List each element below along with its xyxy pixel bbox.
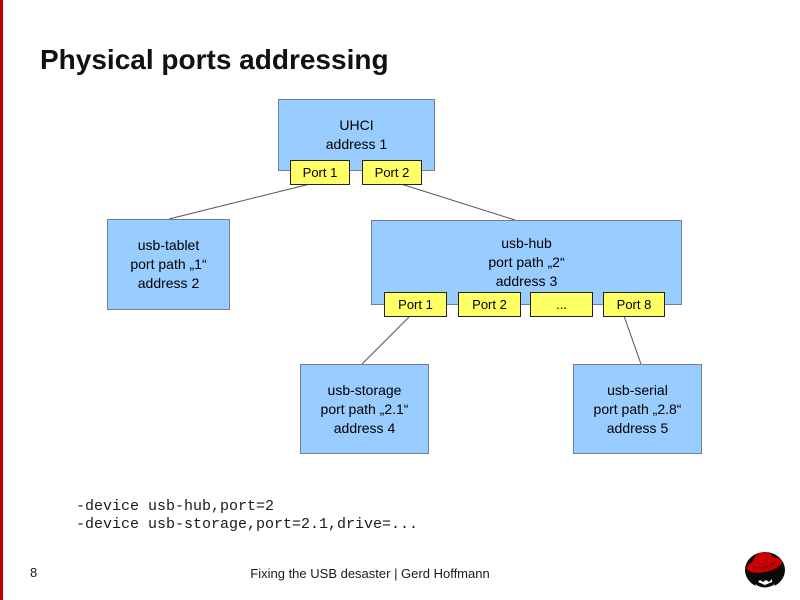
node-usb-tablet-name: usb-tablet [137,237,200,253]
node-usb-hub-port-path: port path „2“ [488,254,565,270]
hub-port-8: Port 8 [603,292,665,317]
node-uhci-name: UHCI [339,117,374,133]
node-uhci: UHCI address 1 [278,99,435,171]
uhci-port-1: Port 1 [290,160,350,185]
node-usb-hub: usb-hub port path „2“ address 3 [371,220,682,305]
hub-port-ellipsis: ... [530,292,593,317]
connector-hub-port8-to-serial [623,315,642,365]
node-usb-storage-port-path: port path „2.1“ [320,400,409,417]
qemu-command-example: -device usb-hub,port=2 -device usb-stora… [76,498,418,534]
node-usb-hub-address: address 3 [495,273,558,289]
node-usb-serial: usb-serial port path „2.8“ address 5 [573,364,702,454]
code-line-2: -device usb-storage,port=2.1,drive=... [76,516,419,533]
connector-hub-port1-to-storage [361,315,411,365]
hub-port-1: Port 1 [384,292,447,317]
node-usb-tablet: usb-tablet port path „1“ address 2 [107,219,230,310]
hub-port-2: Port 2 [458,292,521,317]
uhci-port-2: Port 2 [362,160,422,185]
node-usb-serial-port-path: port path „2.8“ [593,400,682,417]
redhat-shadowman-logo-icon [745,552,785,590]
code-line-1: -device usb-hub,port=2 [76,498,275,515]
node-uhci-address: address 1 [325,136,388,152]
page-number: 8 [30,565,38,580]
node-usb-serial-name: usb-serial [607,381,668,398]
connector-uhci-port1-to-tablet [168,183,311,220]
left-accent-bar [0,0,3,600]
slide-title: Physical ports addressing [40,44,389,75]
node-usb-tablet-address: address 2 [137,275,200,291]
node-usb-storage-name: usb-storage [327,381,402,398]
node-usb-hub-name: usb-hub [501,235,552,251]
footer-title-author: Fixing the USB desaster | Gerd Hoffmann [250,566,490,581]
node-usb-serial-address: address 5 [606,419,669,436]
node-usb-tablet-port-path: port path „1“ [130,256,207,272]
node-usb-storage: usb-storage port path „2.1“ address 4 [300,364,429,454]
node-usb-storage-address: address 4 [333,419,396,436]
connector-uhci-port2-to-hub [400,183,516,221]
